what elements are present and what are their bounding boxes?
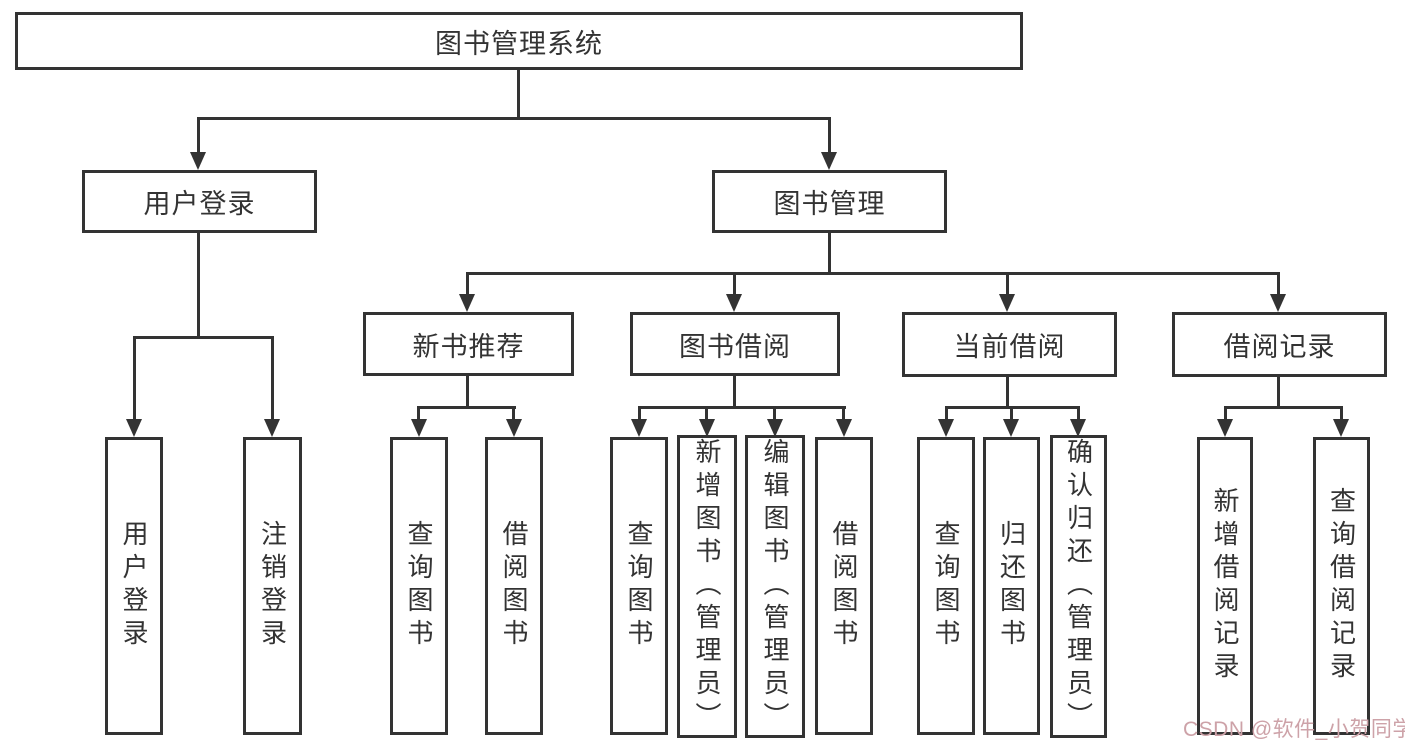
connector-level3-split bbox=[466, 272, 1280, 275]
connector-user-login-split bbox=[133, 336, 274, 339]
leaf-borrow-edit-books-admin: 编辑图书（管理员） bbox=[745, 435, 805, 738]
leaf-current-return-books: 归还图书 bbox=[983, 437, 1040, 735]
arrow-down-icon bbox=[1270, 294, 1286, 312]
arrow-down-icon bbox=[821, 152, 837, 170]
node-root: 图书管理系统 bbox=[15, 12, 1023, 70]
connector-stem-leaf bbox=[773, 406, 776, 422]
leaf-newbooks-query-books: 查询图书 bbox=[390, 437, 448, 735]
connector-book-mgmt-down bbox=[828, 233, 831, 275]
connector-new-books-split bbox=[417, 406, 516, 409]
connector-stem-leaf bbox=[133, 336, 136, 421]
arrow-down-icon bbox=[836, 419, 852, 437]
connector-stem-leaf bbox=[945, 406, 948, 422]
connector-stem-leaf bbox=[1224, 406, 1227, 422]
connector-book-borrow-split bbox=[638, 406, 846, 409]
connector-level1-split bbox=[197, 117, 831, 120]
connector-new-books-down bbox=[466, 376, 469, 409]
arrow-down-icon bbox=[506, 419, 522, 437]
leaf-borrow-query-books: 查询图书 bbox=[610, 437, 668, 735]
leaf-records-query-record: 查询借阅记录 bbox=[1313, 437, 1370, 735]
arrow-down-icon bbox=[999, 294, 1015, 312]
leaf-borrow-add-books-admin: 新增图书（管理员） bbox=[677, 435, 737, 738]
node-borrow-records: 借阅记录 bbox=[1172, 312, 1387, 377]
connector-stem-current-borrow bbox=[1006, 272, 1009, 296]
connector-stem-leaf bbox=[1077, 406, 1080, 422]
arrow-down-icon bbox=[726, 294, 742, 312]
connector-borrow-records-split bbox=[1224, 406, 1343, 409]
connector-stem-leaf bbox=[1340, 406, 1343, 422]
leaf-newbooks-borrow-books: 借阅图书 bbox=[485, 437, 543, 735]
leaf-logout: 注销登录 bbox=[243, 437, 302, 735]
leaf-user-login: 用户登录 bbox=[105, 437, 163, 735]
connector-stem-borrow-records bbox=[1277, 272, 1280, 296]
arrow-down-icon bbox=[1070, 419, 1086, 437]
arrow-down-icon bbox=[411, 419, 427, 437]
connector-stem-leaf bbox=[271, 336, 274, 421]
node-user-login-group: 用户登录 bbox=[82, 170, 317, 233]
node-current-borrow: 当前借阅 bbox=[902, 312, 1117, 377]
connector-root-down bbox=[517, 70, 520, 118]
connector-stem-new-books bbox=[466, 272, 469, 296]
connector-stem-book-borrow bbox=[733, 272, 736, 296]
leaf-current-confirm-return-admin: 确认归还（管理员） bbox=[1050, 435, 1107, 738]
node-book-borrow: 图书借阅 bbox=[630, 312, 840, 376]
arrow-down-icon bbox=[264, 419, 280, 437]
leaf-borrow-borrow-books: 借阅图书 bbox=[815, 437, 873, 735]
connector-stem-leaf bbox=[842, 406, 845, 422]
arrow-down-icon bbox=[1003, 419, 1019, 437]
arrow-down-icon bbox=[459, 294, 475, 312]
connector-stem-user-login bbox=[197, 117, 200, 154]
node-book-management: 图书管理 bbox=[712, 170, 947, 233]
arrow-down-icon bbox=[767, 419, 783, 437]
connector-stem-leaf bbox=[512, 406, 515, 422]
connector-stem-leaf bbox=[1010, 406, 1013, 422]
arrow-down-icon bbox=[1217, 419, 1233, 437]
arrow-down-icon bbox=[126, 419, 142, 437]
arrow-down-icon bbox=[631, 419, 647, 437]
connector-borrow-records-down bbox=[1277, 377, 1280, 409]
arrow-down-icon bbox=[938, 419, 954, 437]
csdn-watermark: CSDN @软件_小贺同学 bbox=[1183, 718, 1405, 741]
connector-stem-book-mgmt bbox=[828, 117, 831, 154]
connector-book-borrow-down bbox=[733, 376, 736, 409]
connector-current-borrow-down bbox=[1006, 377, 1009, 409]
connector-stem-leaf bbox=[638, 406, 641, 422]
connector-user-login-down bbox=[197, 233, 200, 339]
arrow-down-icon bbox=[1333, 419, 1349, 437]
connector-stem-leaf bbox=[705, 406, 708, 422]
leaf-current-query-books: 查询图书 bbox=[917, 437, 975, 735]
node-new-books: 新书推荐 bbox=[363, 312, 574, 376]
leaf-records-add-record: 新增借阅记录 bbox=[1197, 437, 1253, 735]
arrow-down-icon bbox=[190, 152, 206, 170]
arrow-down-icon bbox=[699, 419, 715, 437]
connector-stem-leaf bbox=[417, 406, 420, 422]
